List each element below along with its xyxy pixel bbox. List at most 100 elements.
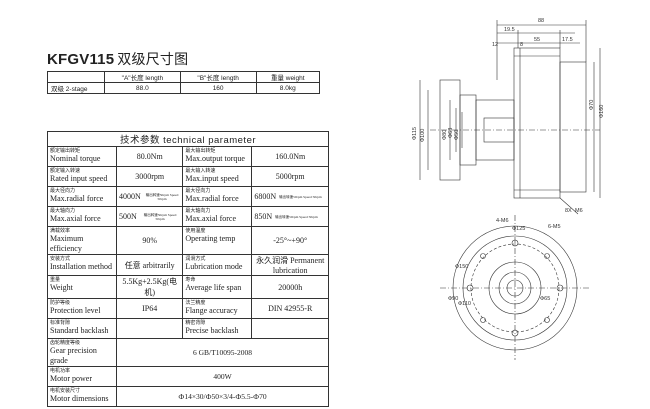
model-name: KFGV115 — [47, 51, 115, 68]
value-note: 输出转速50rpm Speed 50rpm — [143, 212, 177, 221]
label-cn: 使用温度 — [185, 228, 206, 234]
dimension-label: Ф160 — [599, 105, 605, 118]
dimension-label: Ф50 — [454, 130, 460, 140]
dimension-label: 6-M5 — [548, 224, 561, 230]
label-en: Max.axial force — [50, 214, 101, 223]
label-en: Flange accuracy — [185, 306, 238, 315]
label-en: Protection level — [50, 306, 101, 315]
label-en: Standard backlash — [50, 326, 109, 335]
label-cn: 法兰精度 — [185, 300, 206, 306]
dimension-label: Ф150 — [455, 264, 468, 270]
label-en: Gear precision grade — [50, 346, 97, 365]
label-cn: 电机安装尺寸 — [50, 388, 81, 394]
label-en: Max.input speed — [185, 174, 239, 183]
label-en: Lubrication mode — [185, 262, 243, 271]
dimension-label: 4-M6 — [496, 218, 509, 224]
value-note: 输出转速50rpm Speed 50rpm — [145, 192, 179, 201]
label-cn: 标准背隙 — [50, 320, 71, 326]
value-note: 输出转速50rpm Speed 50rpm — [279, 194, 322, 199]
label-en: Motor dimensions — [50, 394, 109, 403]
label-cn: 最大径向力 — [50, 188, 76, 194]
dimension-label: Ф90 — [448, 296, 458, 302]
dimension-label: Ф115 — [412, 127, 418, 140]
dimension-label: 17.5 — [562, 37, 573, 43]
dimension-table: "A"长度 length "B"长度 length 重量 weight 双级 2… — [47, 71, 320, 94]
side-motor-flange — [559, 61, 587, 193]
label-cn: 齿轮精度等级 — [50, 340, 81, 346]
label-en: Max.radial force — [185, 194, 239, 203]
spec-value: 500N 输出转速50rpm Speed 50rpm — [115, 206, 184, 227]
dimension-table-row: 双级 2-stage 88.0 160 8.0kg — [47, 82, 320, 94]
label-en: Installation method — [50, 262, 112, 271]
label-cn: 寿命 — [185, 277, 196, 283]
dimension-label: Ф100 — [420, 129, 426, 142]
row-cell: 8.0kg — [255, 82, 320, 94]
label-en: Weight — [50, 283, 73, 292]
dimension-label: Ф70 — [589, 100, 595, 110]
value-main: 500N — [119, 212, 137, 221]
side-body — [513, 47, 561, 199]
label-cn: 最大输出转矩 — [185, 148, 216, 154]
dimension-label: Ф110 — [458, 301, 471, 307]
value-main: 4000N — [119, 192, 141, 201]
label-cn: 最大输入转速 — [185, 168, 216, 174]
label-cn: 满载效率 — [50, 228, 71, 234]
row-cell: 160 — [179, 82, 257, 94]
value-main: 850N — [254, 212, 273, 221]
label-cn: 最大轴向力 — [185, 208, 211, 214]
label-en: Precise backlash — [185, 326, 239, 335]
spec-value: -25°~+90° — [251, 226, 329, 255]
title-cn: 双级尺寸图 — [117, 51, 189, 67]
label-cn: 最大轴向力 — [50, 208, 76, 214]
dimension-label: 8X — [565, 208, 572, 214]
front-view — [440, 215, 590, 360]
label-cn: 润滑方式 — [185, 256, 206, 262]
label-cn: 额定输出转矩 — [50, 148, 81, 154]
label-en: Motor power — [50, 374, 92, 383]
label-cn: 电机功率 — [50, 368, 71, 374]
label-cn: 防护等级 — [50, 300, 71, 306]
value-main: 6800N — [254, 192, 277, 201]
label-cn: 重量 — [50, 277, 61, 283]
label-en: Maximum efficiency — [50, 234, 84, 253]
label-cn: 最大径向力 — [185, 188, 211, 194]
label-en: Max.radial force — [50, 194, 104, 203]
label-en: Nominal torque — [50, 154, 101, 163]
value-note: 输出转速50rpm Speed 50rpm — [275, 214, 318, 219]
dimension-label: M6 — [575, 208, 583, 214]
dimension-label: 12 — [492, 42, 498, 48]
label-cn: 安装方式 — [50, 256, 71, 262]
label-cn: 精密背隙 — [185, 320, 206, 326]
label-cn: 额定输入转速 — [50, 168, 81, 174]
dimension-label: Ф80 — [442, 130, 448, 140]
spec-value: 90% — [115, 226, 184, 255]
row-cell: 双级 2-stage — [47, 82, 105, 94]
label-en: Operating temp — [185, 234, 236, 243]
spec-value: 6 GB/T10095-2008 — [116, 338, 329, 367]
spec-value: 5.5Kg+2.5Kg(电机) — [115, 275, 184, 299]
label-en: Max.axial force — [185, 214, 237, 223]
dimension-label: Ф65 — [540, 296, 550, 302]
spec-value: Ф14×30/Ф50×3/4-Ф5.5-Ф70 — [116, 386, 329, 407]
label-en: Average life span — [185, 283, 242, 292]
dimension-label: Ф63 — [448, 128, 454, 138]
label-en: Max.output torque — [185, 154, 245, 163]
